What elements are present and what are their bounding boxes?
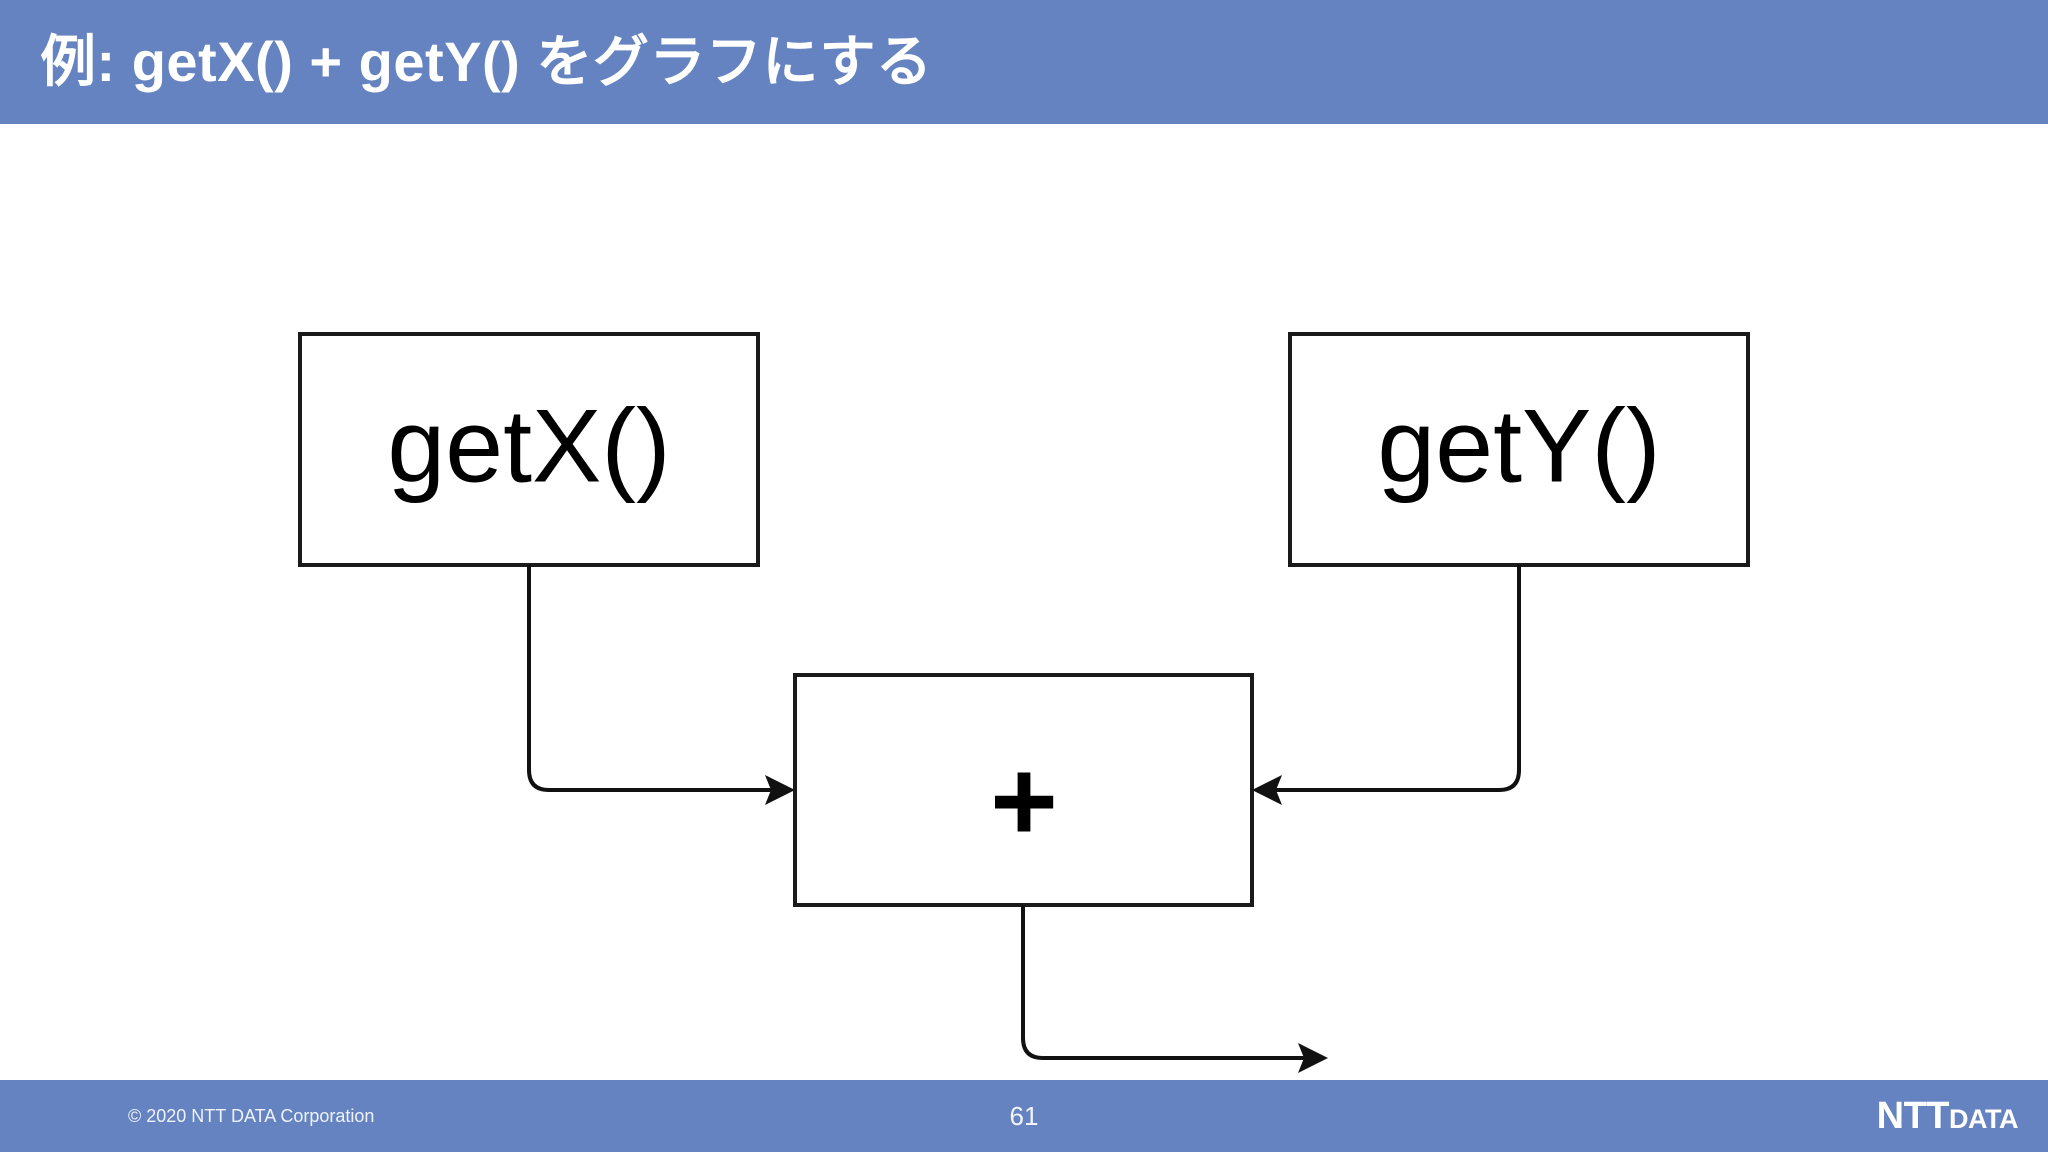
diagram-canvas: getX() getY() + [0, 124, 2048, 1080]
flow-diagram-svg: getX() getY() + [298, 332, 1750, 1073]
edge-gety-to-plus-arrowhead [1252, 775, 1282, 805]
edge-plus-output-line [1021, 905, 1316, 1060]
footer-copyright: © 2020 NTT DATA Corporation [128, 1106, 375, 1126]
edge-gety-to-plus-line [1264, 565, 1521, 792]
edge-gety-to-plus [1252, 565, 1521, 805]
slide-header-bar [0, 0, 2048, 124]
edge-plus-output [1021, 905, 1328, 1073]
node-getx[interactable]: getX() [298, 332, 760, 567]
node-plus[interactable]: + [793, 673, 1254, 907]
node-gety-box[interactable] [1288, 332, 1750, 567]
node-getx-label: getX() [387, 388, 670, 504]
node-gety[interactable]: getY() [1288, 332, 1750, 567]
node-gety-label: getY() [1377, 388, 1660, 504]
edge-getx-to-plus-arrowhead [765, 775, 795, 805]
node-getx-box[interactable] [298, 332, 760, 567]
page-title: 例: getX() + getY() をグラフにする [40, 30, 933, 93]
edge-getx-to-plus [527, 565, 795, 805]
logo-data-text: DATA [1949, 1095, 2018, 1137]
page-number: 61 [1009, 1101, 1039, 1131]
logo-ntt-text: NTT [1876, 1095, 1950, 1137]
edge-getx-to-plus-line [527, 565, 783, 792]
node-plus-label: + [990, 736, 1058, 866]
node-plus-box[interactable] [793, 673, 1254, 907]
edge-plus-output-arrowhead [1298, 1043, 1328, 1073]
slide-footer-bar [0, 1080, 2048, 1152]
